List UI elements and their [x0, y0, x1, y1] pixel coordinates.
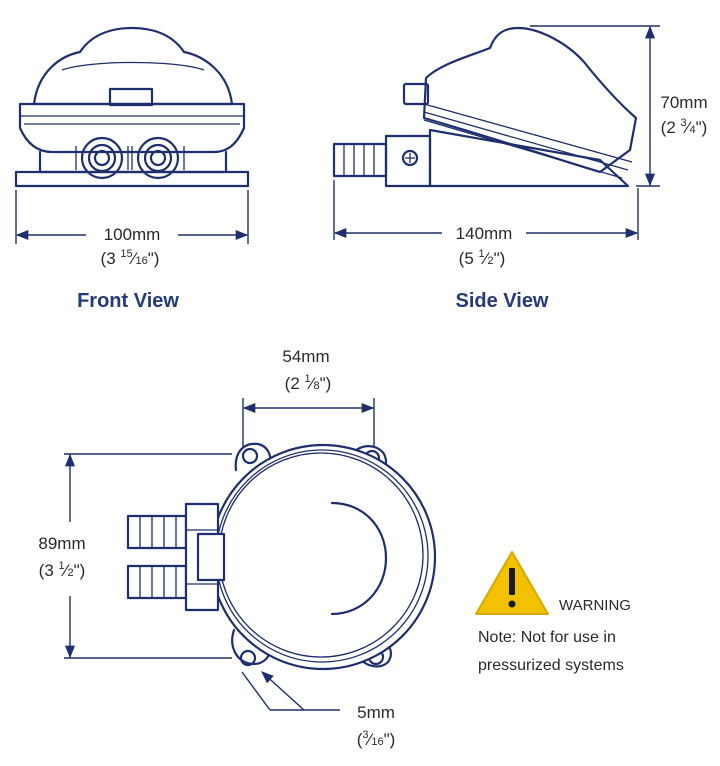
top-width-in-whole: 2 — [290, 374, 299, 393]
top-view-drawing — [64, 398, 437, 711]
side-length-mm-label: 140mm — [456, 224, 513, 243]
side-length-in-label: (5 1⁄2") — [459, 248, 506, 268]
side-height-mm-label: 70mm — [660, 93, 707, 112]
front-view-title: Front View — [77, 290, 179, 312]
top-height-in-label: (3 1⁄2") — [39, 560, 86, 580]
top-width-mm-label: 54mm — [282, 347, 329, 366]
top-height-in-den: 2 — [68, 567, 74, 579]
top-width-in-label: (2 1⁄8") — [285, 373, 332, 393]
side-height-in-num: 3 — [681, 117, 687, 129]
warning-label: WARNING — [559, 597, 631, 614]
side-length-in-num: 1 — [479, 248, 485, 260]
top-height-in-num: 1 — [59, 560, 65, 572]
hole-in-den: 16 — [371, 736, 383, 748]
front-width-in-den: 16 — [136, 255, 148, 267]
hole-mm-label: 5mm — [357, 703, 395, 722]
side-height-in-den: 4 — [690, 124, 696, 136]
warning-note-line1: Note: Not for use in — [478, 629, 616, 646]
side-height-in-whole: 2 — [666, 118, 675, 137]
side-view-title: Side View — [455, 290, 548, 312]
front-width-in-label: (3 15⁄16") — [101, 248, 160, 268]
side-length-in-whole: 5 — [464, 249, 473, 268]
hole-in-label: (3⁄16") — [357, 729, 396, 749]
front-width-in-num: 15 — [120, 248, 132, 260]
side-length-in-den: 2 — [488, 255, 494, 267]
warning-note-line2: pressurized systems — [478, 657, 624, 674]
side-view-drawing — [332, 25, 660, 240]
warning-icon — [475, 551, 549, 615]
side-height-in-label: (2 3⁄4") — [661, 117, 708, 137]
front-view-drawing — [14, 26, 250, 244]
top-width-in-den: 8 — [314, 380, 320, 392]
hole-in-num: 3 — [362, 729, 368, 741]
front-width-in-whole: 3 — [106, 249, 115, 268]
top-width-in-num: 1 — [305, 373, 311, 385]
top-height-in-whole: 3 — [44, 561, 53, 580]
front-width-mm-label: 100mm — [104, 225, 161, 244]
top-height-mm-label: 89mm — [38, 534, 85, 553]
